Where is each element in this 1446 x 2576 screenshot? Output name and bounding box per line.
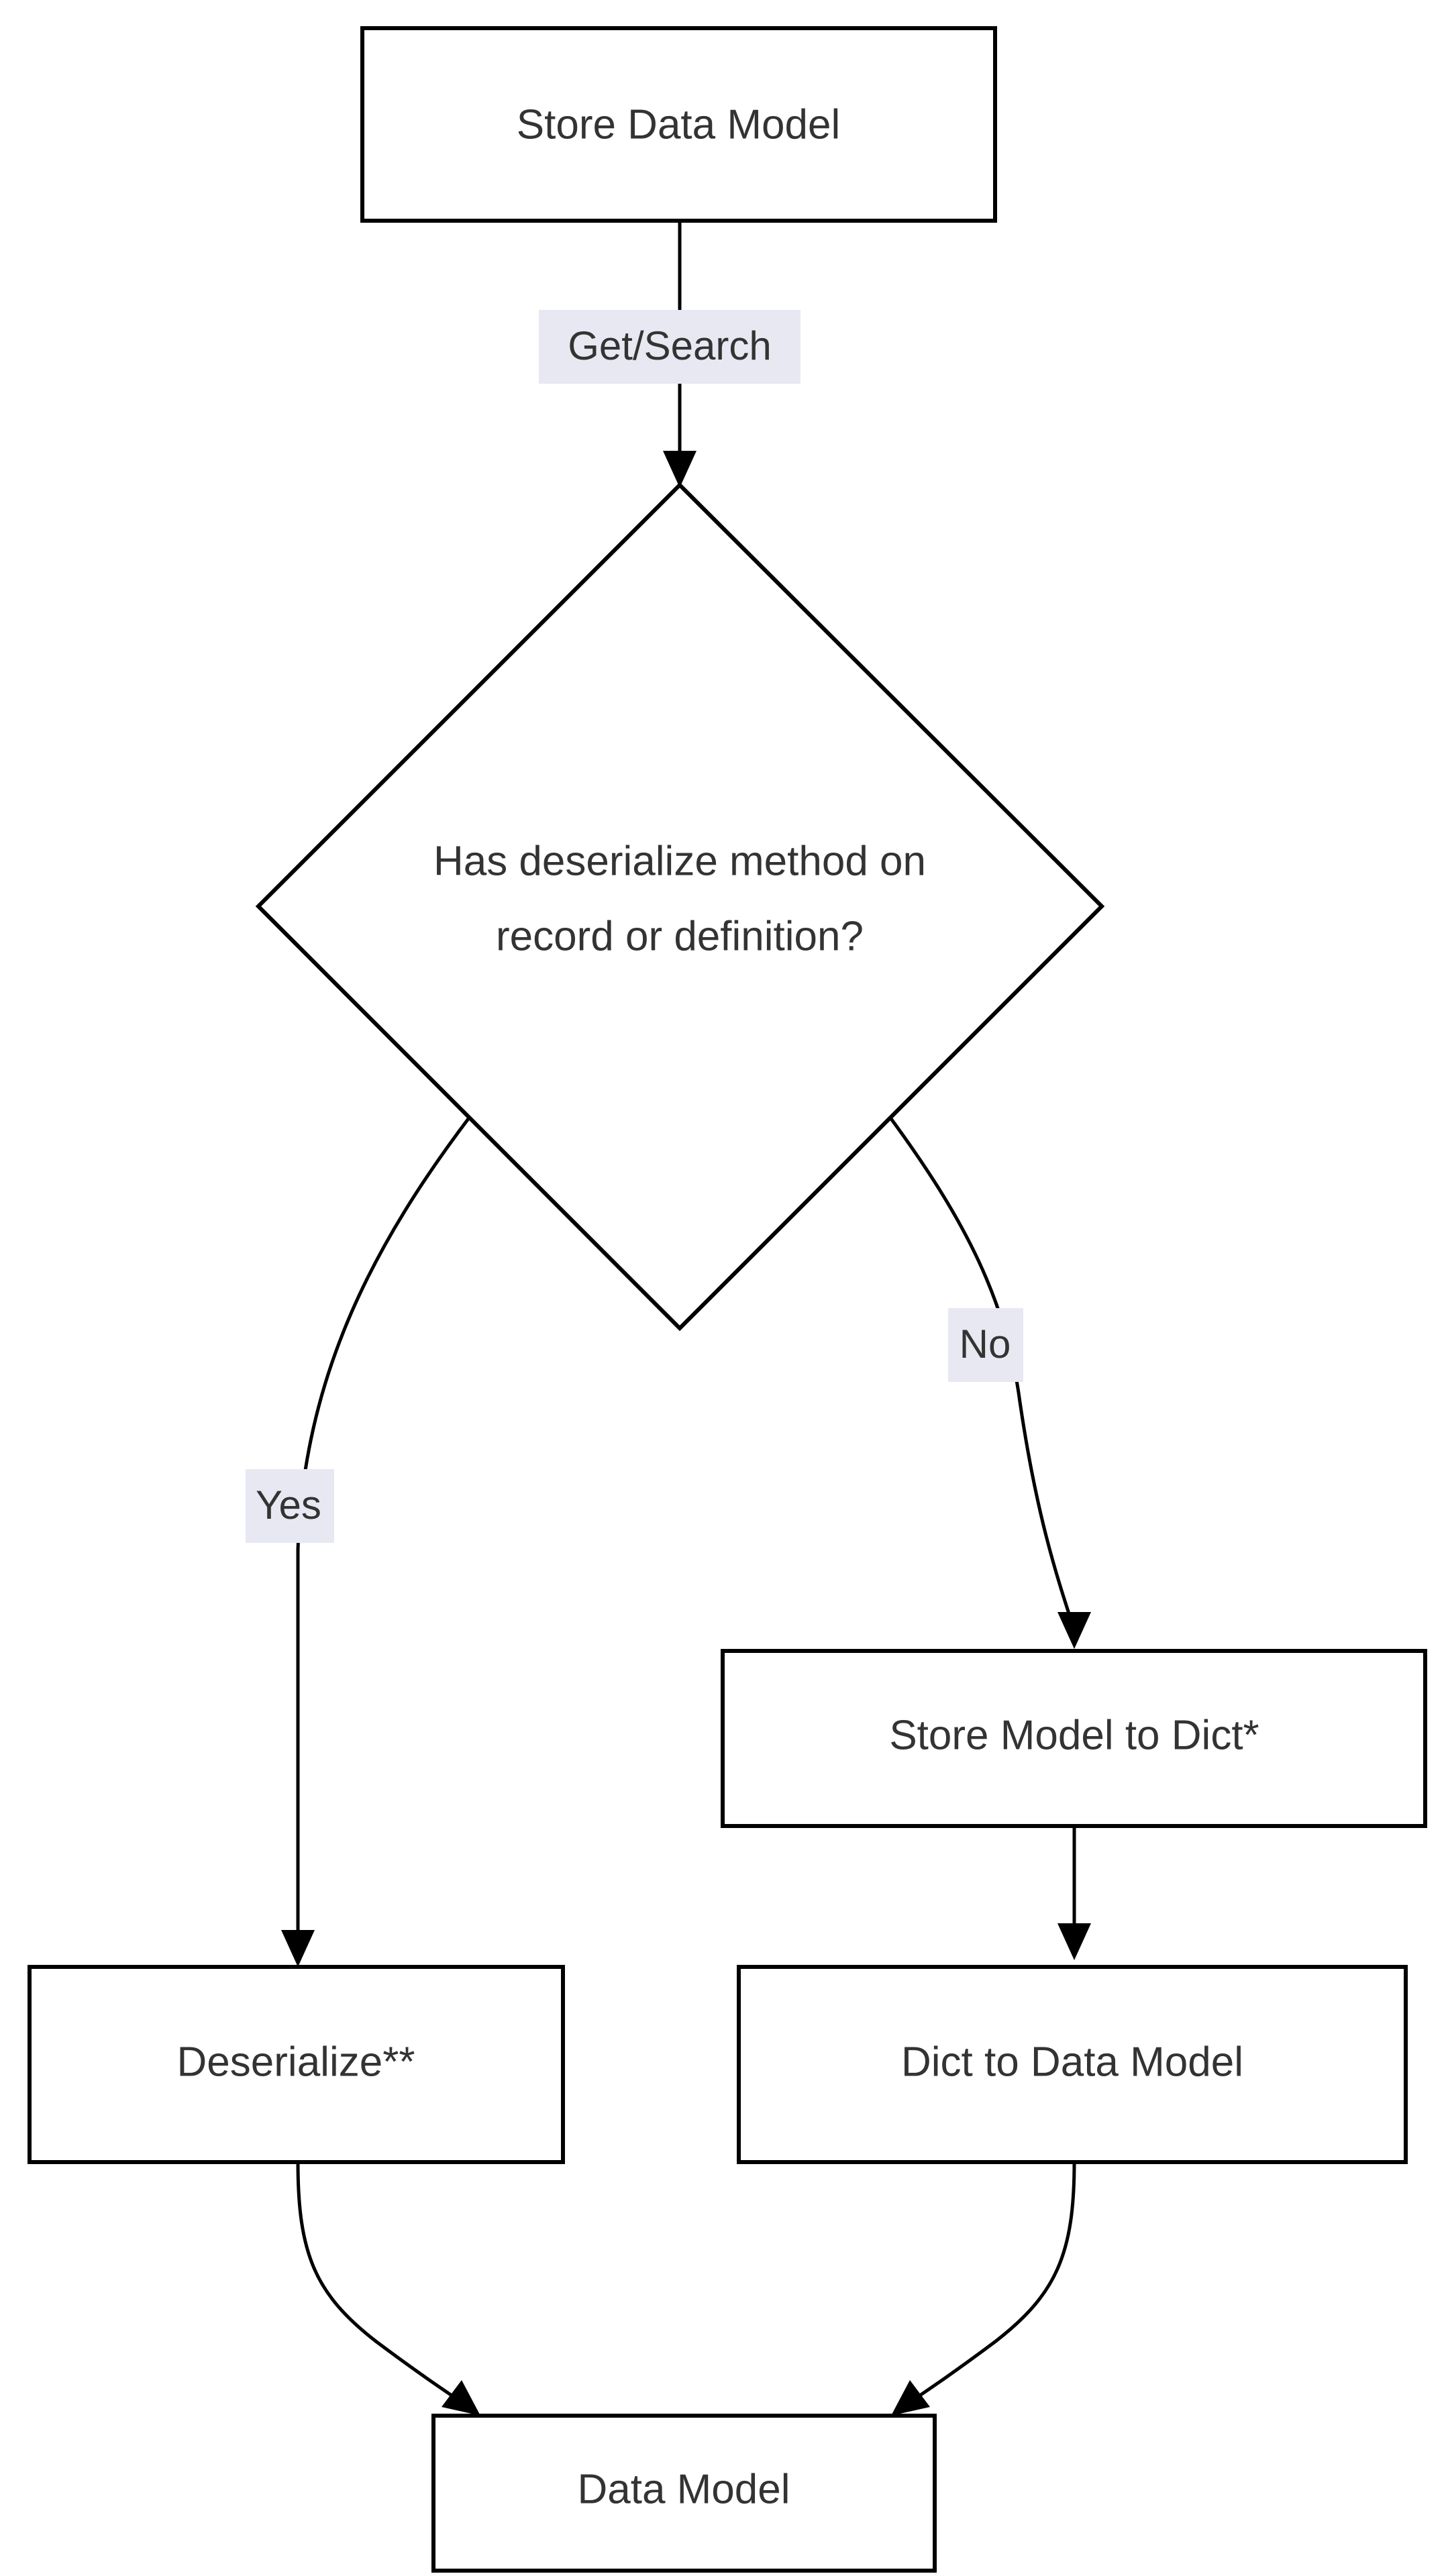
node-deserialize-label: Deserialize** (177, 2039, 415, 2085)
edge-decision-to-store-model-to-dict (888, 1116, 1091, 1649)
node-deserialize-shape[interactable] (28, 1965, 565, 2164)
arrow-head-icon (442, 2380, 480, 2416)
edge-label-get-search: Get/Search (539, 310, 801, 384)
edge-line (888, 1116, 1076, 1631)
node-has-deserialize-decision-label-line2: record or definition? (496, 913, 864, 959)
node-store-data-model[interactable]: Store Data Model (360, 26, 997, 223)
node-dict-to-data-model-shape[interactable] (737, 1965, 1408, 2164)
node-data-model-label: Data Model (577, 2466, 790, 2512)
edge-store-model-to-dict-to-dict-to-data-model (1057, 1808, 1091, 1960)
node-has-deserialize-decision-shape[interactable] (255, 482, 1105, 1332)
edge-label-no: No (948, 1308, 1023, 1382)
node-has-deserialize-decision[interactable]: Has deserialize method on record or defi… (255, 482, 1105, 1332)
arrow-head-icon (891, 2380, 930, 2416)
node-deserialize[interactable]: Deserialize** (28, 1965, 565, 2164)
edge-label-yes: Yes (246, 1469, 334, 1543)
edge-deserialize-to-data-model (296, 2161, 480, 2416)
node-store-data-model-shape[interactable] (360, 26, 997, 223)
node-store-data-model-label: Store Data Model (517, 101, 840, 148)
node-store-model-to-dict-shape[interactable] (721, 1649, 1427, 1828)
edge-label-get-search-text: Get/Search (568, 323, 772, 368)
edge-label-get-search-background (539, 310, 801, 384)
node-has-deserialize-decision-label-line1: Has deserialize method on (433, 838, 926, 884)
node-data-model[interactable]: Data Model (431, 2414, 937, 2573)
node-dict-to-data-model[interactable]: Dict to Data Model (737, 1965, 1408, 2164)
edge-label-no-text: No (960, 1322, 1011, 1366)
node-store-model-to-dict-label: Store Model to Dict* (889, 1712, 1259, 1758)
node-store-model-to-dict[interactable]: Store Model to Dict* (721, 1649, 1427, 1828)
edge-dict-to-data-model-to-data-model (891, 2161, 1076, 2416)
edge-label-yes-background (246, 1469, 334, 1543)
node-data-model-shape[interactable] (431, 2414, 937, 2573)
arrow-head-icon (663, 451, 696, 488)
arrow-head-icon (281, 1930, 315, 1967)
edge-label-no-background (948, 1308, 1023, 1382)
edge-label-yes-text: Yes (256, 1483, 321, 1527)
node-dict-to-data-model-label: Dict to Data Model (901, 2039, 1243, 2085)
arrow-head-icon (1057, 1612, 1091, 1649)
edge-line (296, 2161, 467, 2407)
edge-line (905, 2161, 1076, 2407)
arrow-head-icon (1057, 1923, 1091, 1960)
